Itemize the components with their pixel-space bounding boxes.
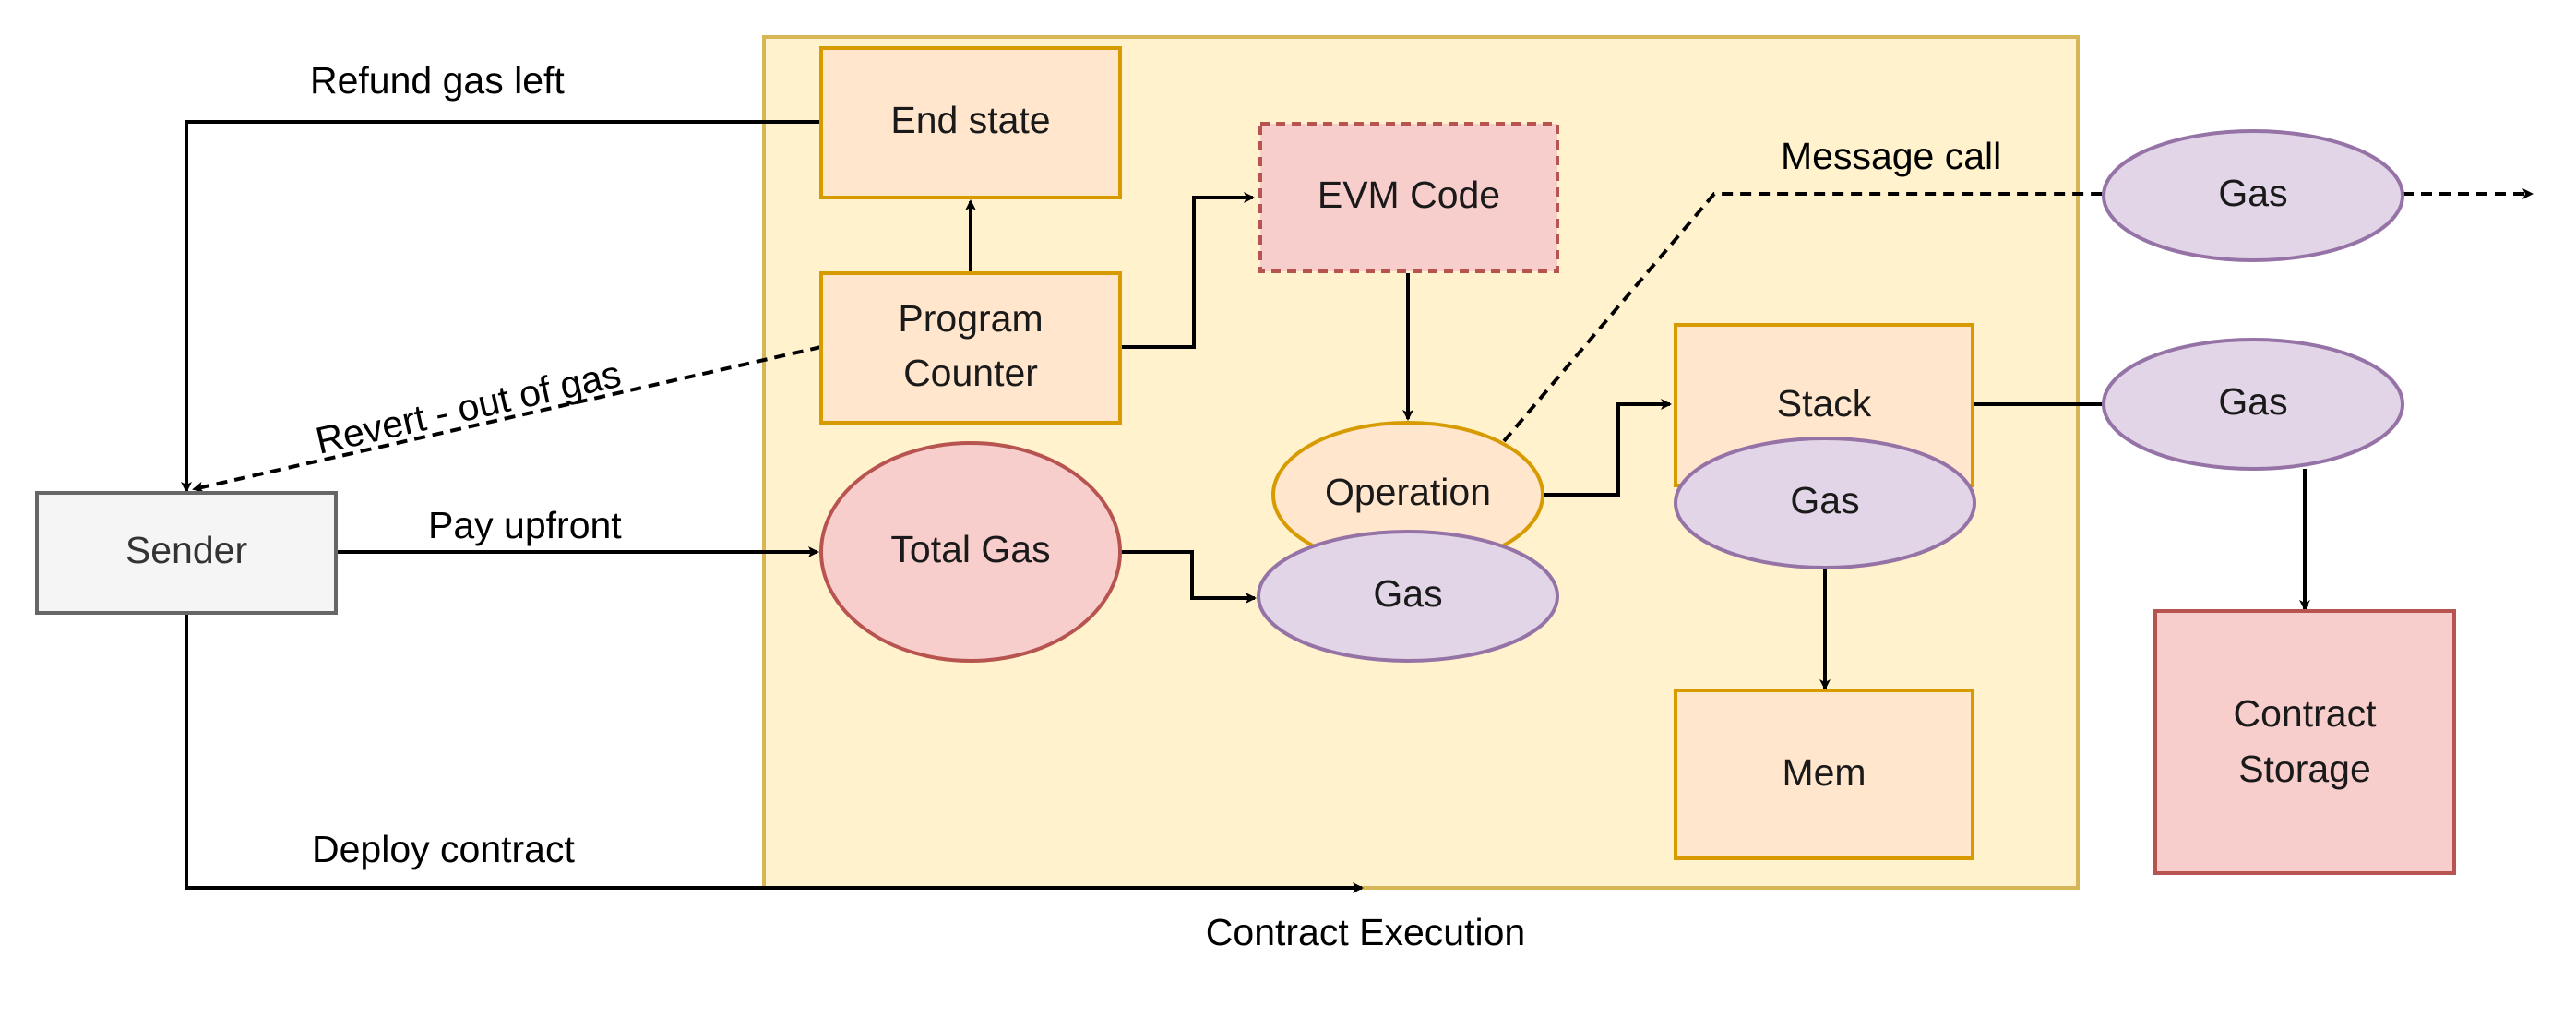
contract-execution-label: Contract Execution — [1206, 911, 1525, 953]
evm-code-node: EVM Code — [1258, 122, 1559, 273]
operation-node: Operation — [1271, 421, 1544, 569]
operation-label: Operation — [1325, 471, 1491, 513]
deploy-edge — [185, 613, 1364, 893]
totalgas-to-gas-edge — [1120, 550, 1257, 604]
message-call-gas-label: Gas — [2218, 172, 2287, 214]
total-gas-node: Total Gas — [819, 441, 1122, 663]
message-call-edge — [1502, 192, 2104, 443]
revert-edge-label: Revert - out of gas — [312, 353, 625, 462]
program-counter-label-line1: Program — [898, 297, 1043, 340]
end-state-node: End state — [819, 46, 1122, 199]
total-gas-label: Total Gas — [890, 528, 1050, 570]
refund-edge-label: Refund gas left — [310, 59, 565, 102]
contract-storage-label-line1: Contract — [2234, 692, 2378, 735]
refund-edge — [181, 120, 821, 493]
storage-gas-node: Gas — [2102, 338, 2404, 471]
operation-to-stack-edge — [1544, 399, 1672, 497]
program-counter-node: Program Counter — [819, 271, 1122, 425]
evm-code-label: EVM Code — [1318, 174, 1500, 216]
message-call-edge-label: Message call — [1781, 135, 2001, 177]
storage-gas-label: Gas — [2218, 380, 2287, 423]
stack-gas-label: Gas — [1790, 479, 1859, 521]
revert-edge — [192, 345, 822, 493]
deploy-edge-label: Deploy contract — [312, 828, 575, 870]
operation-gas-node: Gas — [1257, 530, 1559, 663]
pay-upfront-edge-label: Pay upfront — [428, 504, 622, 546]
mem-node: Mem — [1674, 689, 1974, 860]
contract-storage-node: Contract Storage — [2153, 609, 2456, 875]
pc-to-evmcode-edge — [1120, 192, 1255, 349]
operation-gas-label: Gas — [1373, 572, 1442, 615]
sender-label: Sender — [125, 529, 247, 571]
contract-storage-label-line2: Storage — [2238, 748, 2371, 790]
message-call-gas-node: Gas — [2102, 129, 2404, 262]
end-state-label: End state — [890, 99, 1050, 141]
mem-label: Mem — [1782, 751, 1866, 794]
sender-node: Sender — [35, 491, 338, 615]
stack-gas-node: Gas — [1674, 437, 1976, 569]
stack-label: Stack — [1777, 382, 1872, 425]
program-counter-label-line2: Counter — [903, 352, 1038, 394]
